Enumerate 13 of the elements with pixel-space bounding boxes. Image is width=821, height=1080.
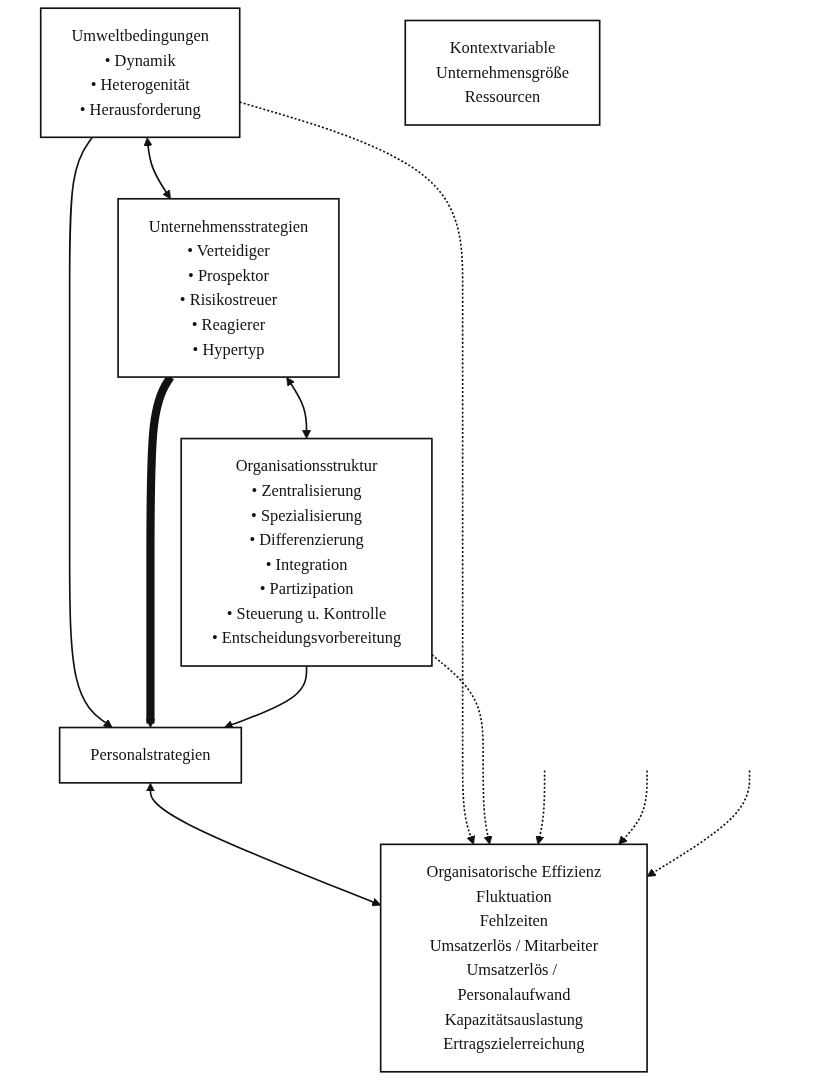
node-box: Organisatorische Effizienz Fluktuation Fehlzeiten Umsatzerlös / Mitarbeiter Umsatzerlös / Personalaufwand Kapazitätsauslastung Ertragszielerreichung xyxy=(379,843,648,1073)
arrow xyxy=(68,136,113,728)
node-box: Organisationsstruktur • Zentralisierung • Spezialisierung • Differenzierung • Integration • Partizipation • Steuerung u. Kontrolle • Entscheidungsvorbereitung xyxy=(180,437,433,667)
arrow xyxy=(535,769,546,845)
arrow xyxy=(143,137,171,200)
arrow xyxy=(618,769,648,845)
node-box: Umweltbedingungen • Dynamik • Heterogenität • Herausforderung xyxy=(39,7,241,139)
arrow xyxy=(431,654,493,845)
arrow xyxy=(286,377,312,439)
node-box: Kontextvariable Unternehmensgröße Ressourcen xyxy=(404,19,601,126)
node-box: Unternehmensstrategien • Verteidiger • Prospektor • Risikostreuer • Reagierer • Hypertyp xyxy=(117,197,340,378)
node-box: Personalstrategien xyxy=(58,726,243,784)
arrow xyxy=(224,665,308,729)
